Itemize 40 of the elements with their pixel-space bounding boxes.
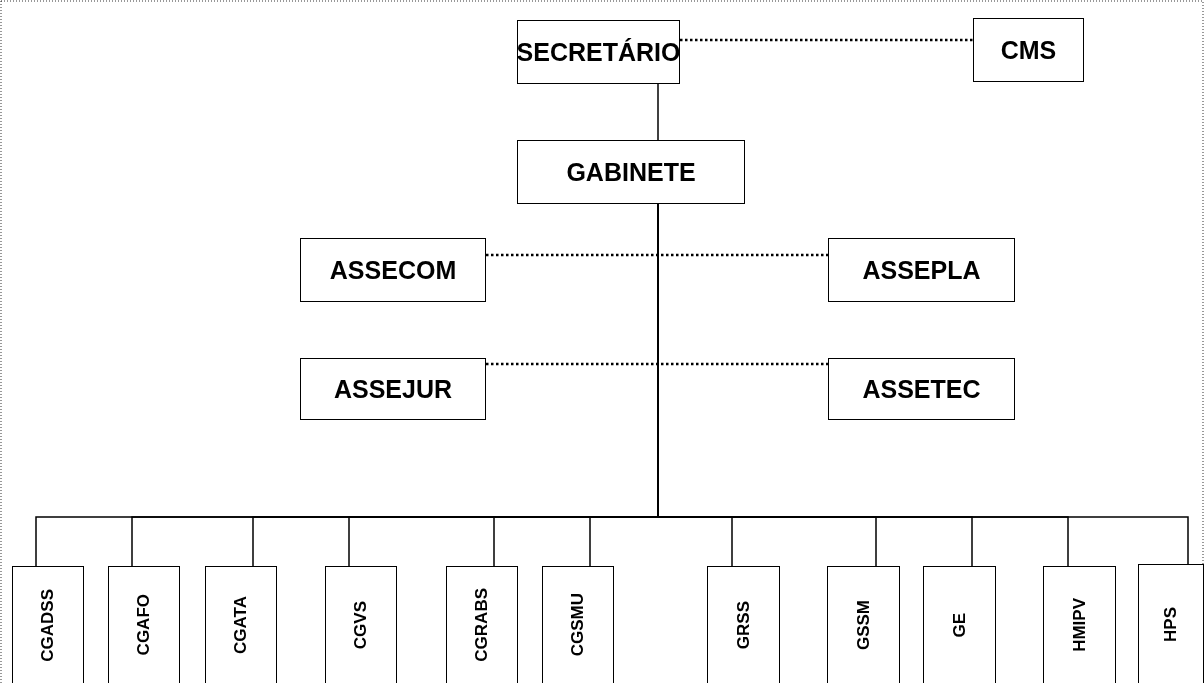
org-box [828,238,1015,302]
unit-name: ASSEPLA [862,255,981,285]
unit-name: ASSECOM [329,255,457,285]
org-box [300,358,486,420]
org-box [542,566,614,683]
unit-name: GE [949,612,970,638]
unit-name: CGATA [231,596,251,654]
org-box [205,566,277,683]
org-box [517,140,745,204]
unit-name: CMS [1000,35,1057,65]
unit-name: CGRABS [472,588,492,662]
org-box [973,18,1084,82]
org-box [707,566,780,683]
unit-name: ASSEJUR [333,374,453,404]
unit-name: HPS [1161,606,1181,642]
unit-name: CGAFO [134,594,154,656]
org-box [12,566,84,683]
unit-name: CGADSS [38,588,58,662]
org-box [827,566,900,683]
org-box [325,566,397,683]
org-box [446,566,518,683]
unit-name: CGSMU [568,593,588,657]
org-box [300,238,486,302]
unit-name: GSSM [853,599,874,651]
unit-name: GRSS [733,600,754,650]
org-box [1138,564,1204,683]
org-box [108,566,180,683]
org-box [517,20,680,84]
dotted-connector [486,362,828,366]
unit-name: HMIPV [1069,598,1090,652]
dotted-connector [680,38,973,42]
connector-line [657,83,659,141]
unit-name: SECRETÁRIO [516,37,681,67]
unit-name: ASSETEC [862,374,981,404]
dotted-connector [486,253,828,257]
org-box [828,358,1015,420]
org-box [923,566,996,683]
unit-name: CGVS [351,600,371,650]
org-box [1043,566,1116,683]
unit-name: GABINETE [566,157,696,187]
